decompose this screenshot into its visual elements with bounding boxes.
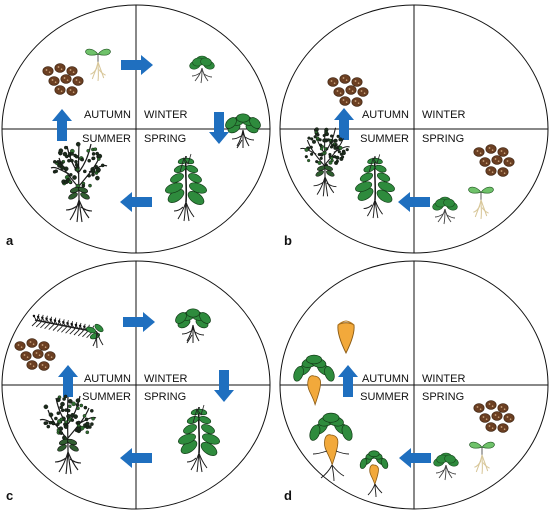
label-autumn: AUTUMN [362,373,409,385]
arrow-summer-to-autumn [338,365,358,397]
seed-cluster-autumn [328,75,368,107]
seedling-sprout [470,442,495,474]
arrow-winter-to-spring [214,370,234,402]
arrow-spring-to-summer [399,448,431,468]
panel-a: AUTUMN WINTER SUMMER SPRING a [2,5,270,253]
label-winter: WINTER [144,373,187,385]
arrow-autumn-to-winter [121,55,153,75]
arrow-summer-to-autumn [58,365,78,397]
flowering-plant [51,142,107,222]
panel-c: AUTUMN WINTER SUMMER SPRING c [2,261,270,509]
flowering-plant [40,395,96,474]
panel-label-a: a [6,233,14,248]
seed-cluster [15,339,55,371]
root-crop-plant-large [308,413,354,481]
arrow-summer-to-autumn [52,109,72,141]
bolting-plant [164,154,208,221]
label-autumn: AUTUMN [84,109,131,121]
label-summer: SUMMER [82,133,131,145]
seedling-sprout [86,49,111,81]
label-winter: WINTER [422,109,465,121]
young-root-crop [359,451,389,497]
label-summer: SUMMER [82,391,131,403]
seedling-sprout [469,187,494,219]
arrow-summer-to-autumn [334,108,354,140]
small-rosette [432,453,459,480]
label-autumn: AUTUMN [84,373,131,385]
panel-d: AUTUMN WINTER SUMMER SPRING d [280,261,548,509]
label-spring: SPRING [144,391,186,403]
label-winter: WINTER [422,373,465,385]
small-rosette [431,197,458,224]
harvested-taproot [338,321,354,353]
panel-label-d: d [284,488,292,503]
label-spring: SPRING [422,391,464,403]
label-summer: SUMMER [360,391,409,403]
label-winter: WINTER [144,109,187,121]
seed-cluster-spring [474,145,514,177]
label-autumn: AUTUMN [362,109,409,121]
label-spring: SPRING [422,133,464,145]
panel-b: AUTUMN WINTER SUMMER SPRING b [280,5,548,253]
label-summer: SUMMER [360,133,409,145]
root-crop-plant [292,355,336,405]
bolting-plant [354,154,396,218]
panel-label-b: b [284,233,292,248]
arrow-autumn-to-winter [123,312,155,332]
seed-cluster [43,64,83,96]
winter-rosette [173,309,212,343]
bolting-plant [177,405,221,472]
panel-label-c: c [6,488,13,503]
seed-cluster [474,401,514,433]
winter-rosette [223,114,262,148]
arrow-winter-to-spring [209,112,229,144]
label-spring: SPRING [144,133,186,145]
small-rosette [188,56,215,83]
